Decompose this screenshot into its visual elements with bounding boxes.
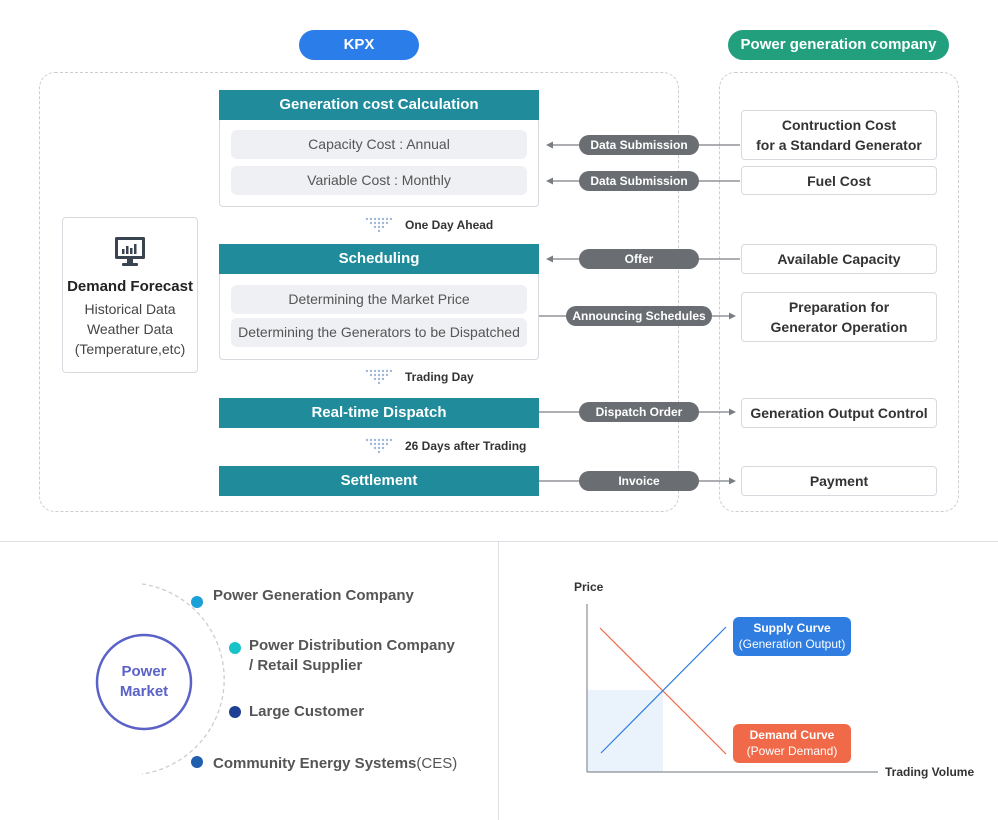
power-market-label-line2: Market [119, 683, 169, 700]
demand-curve-sub: (Power Demand) [746, 744, 838, 758]
ces-dot [191, 756, 203, 768]
down-chevron-icon [365, 217, 393, 233]
arrow-left-icon [546, 177, 553, 185]
capacity-cost-item: Capacity Cost : Annual [231, 130, 527, 159]
settlement-title: Settlement [219, 466, 539, 496]
company-header: Power generation company [728, 30, 949, 60]
supply-curve-line [600, 626, 727, 754]
realtime-dispatch-title: Real-time Dispatch [219, 398, 539, 428]
arrow-right-icon [729, 312, 736, 320]
dispatch-order-label: Dispatch Order [579, 402, 699, 422]
demand-curve-label: Demand Curve (Power Demand) [733, 724, 851, 763]
supply-curve-label: Supply Curve (Generation Output) [733, 617, 851, 656]
demand-forecast-title: Demand Forecast [67, 278, 193, 295]
variable-cost-item: Variable Cost : Monthly [231, 166, 527, 195]
demand-forecast-line3: (Temperature,etc) [74, 341, 186, 357]
data-submission-label-2: Data Submission [579, 171, 699, 191]
available-capacity-box: Available Capacity [741, 244, 937, 274]
generation-cost-title: Generation cost Calculation [219, 90, 539, 120]
market-item-large-customer: Large Customer [249, 703, 365, 720]
trading-volume-axis-label: Trading Volume [885, 765, 975, 779]
step-after-trading: 26 Days after Trading [405, 439, 527, 453]
arrow-right-icon [729, 477, 736, 485]
supply-demand-chart [586, 604, 878, 773]
payment-box: Payment [741, 466, 937, 496]
invoice-label: Invoice [579, 471, 699, 491]
market-price-item: Determining the Market Price [231, 285, 527, 314]
data-submission-label-1: Data Submission [579, 135, 699, 155]
demand-curve-title: Demand Curve [749, 728, 835, 742]
large-customer-dot [229, 706, 241, 718]
scheduling-title: Scheduling [219, 244, 539, 274]
demand-forecast-line1: Historical Data [84, 301, 176, 317]
market-item-ces: Community Energy Systems(CES) [213, 754, 457, 774]
power-market-label-line1: Power [121, 663, 167, 680]
construction-cost-line1: Contruction Cost [781, 117, 897, 133]
ces-paren-text: (CES) [416, 755, 458, 772]
demand-forecast-line2: Weather Data [86, 321, 174, 337]
down-chevron-icon [365, 369, 393, 385]
price-axis-label: Price [574, 580, 604, 594]
supply-curve-sub: (Generation Output) [738, 637, 846, 651]
announcing-schedules-label: Announcing Schedules [566, 306, 712, 326]
monitor-chart-icon [115, 237, 145, 266]
arrow-left-icon [546, 255, 553, 263]
vertical-divider [498, 541, 499, 820]
generation-company-dot [191, 596, 203, 608]
construction-cost-line2: for a Standard Generator [756, 137, 922, 153]
company-container [719, 72, 959, 512]
power-market-diagram [95, 583, 225, 775]
output-control-box: Generation Output Control [741, 398, 937, 428]
arrow-right-icon [729, 408, 736, 416]
kpx-container [39, 72, 679, 512]
fuel-cost-box: Fuel Cost [741, 166, 937, 195]
step-trading-day: Trading Day [405, 370, 474, 384]
step-one-day-ahead: One Day Ahead [405, 218, 494, 232]
preparation-line2: Generator Operation [770, 319, 908, 335]
market-item-generation: Power Generation Company [213, 587, 414, 604]
ces-bold-text: Community Energy Systems [213, 755, 417, 772]
preparation-line1: Preparation for [788, 299, 890, 315]
supply-curve-title: Supply Curve [753, 621, 831, 635]
kpx-header: KPX [299, 30, 419, 60]
arrow-left-icon [546, 141, 553, 149]
horizontal-divider [0, 541, 998, 542]
distribution-company-dot [229, 642, 241, 654]
construction-cost-box: Contruction Cost for a Standard Generato… [741, 110, 937, 160]
generator-preparation-box: Preparation for Generator Operation [741, 292, 937, 342]
down-chevron-icon [365, 438, 393, 454]
offer-label: Offer [579, 249, 699, 269]
market-item-distribution-line2: / Retail Supplier [249, 657, 363, 674]
generators-dispatched-item: Determining the Generators to be Dispatc… [231, 318, 527, 347]
market-item-distribution-line1: Power Distribution Company [249, 637, 455, 654]
power-market-circle [95, 633, 193, 731]
